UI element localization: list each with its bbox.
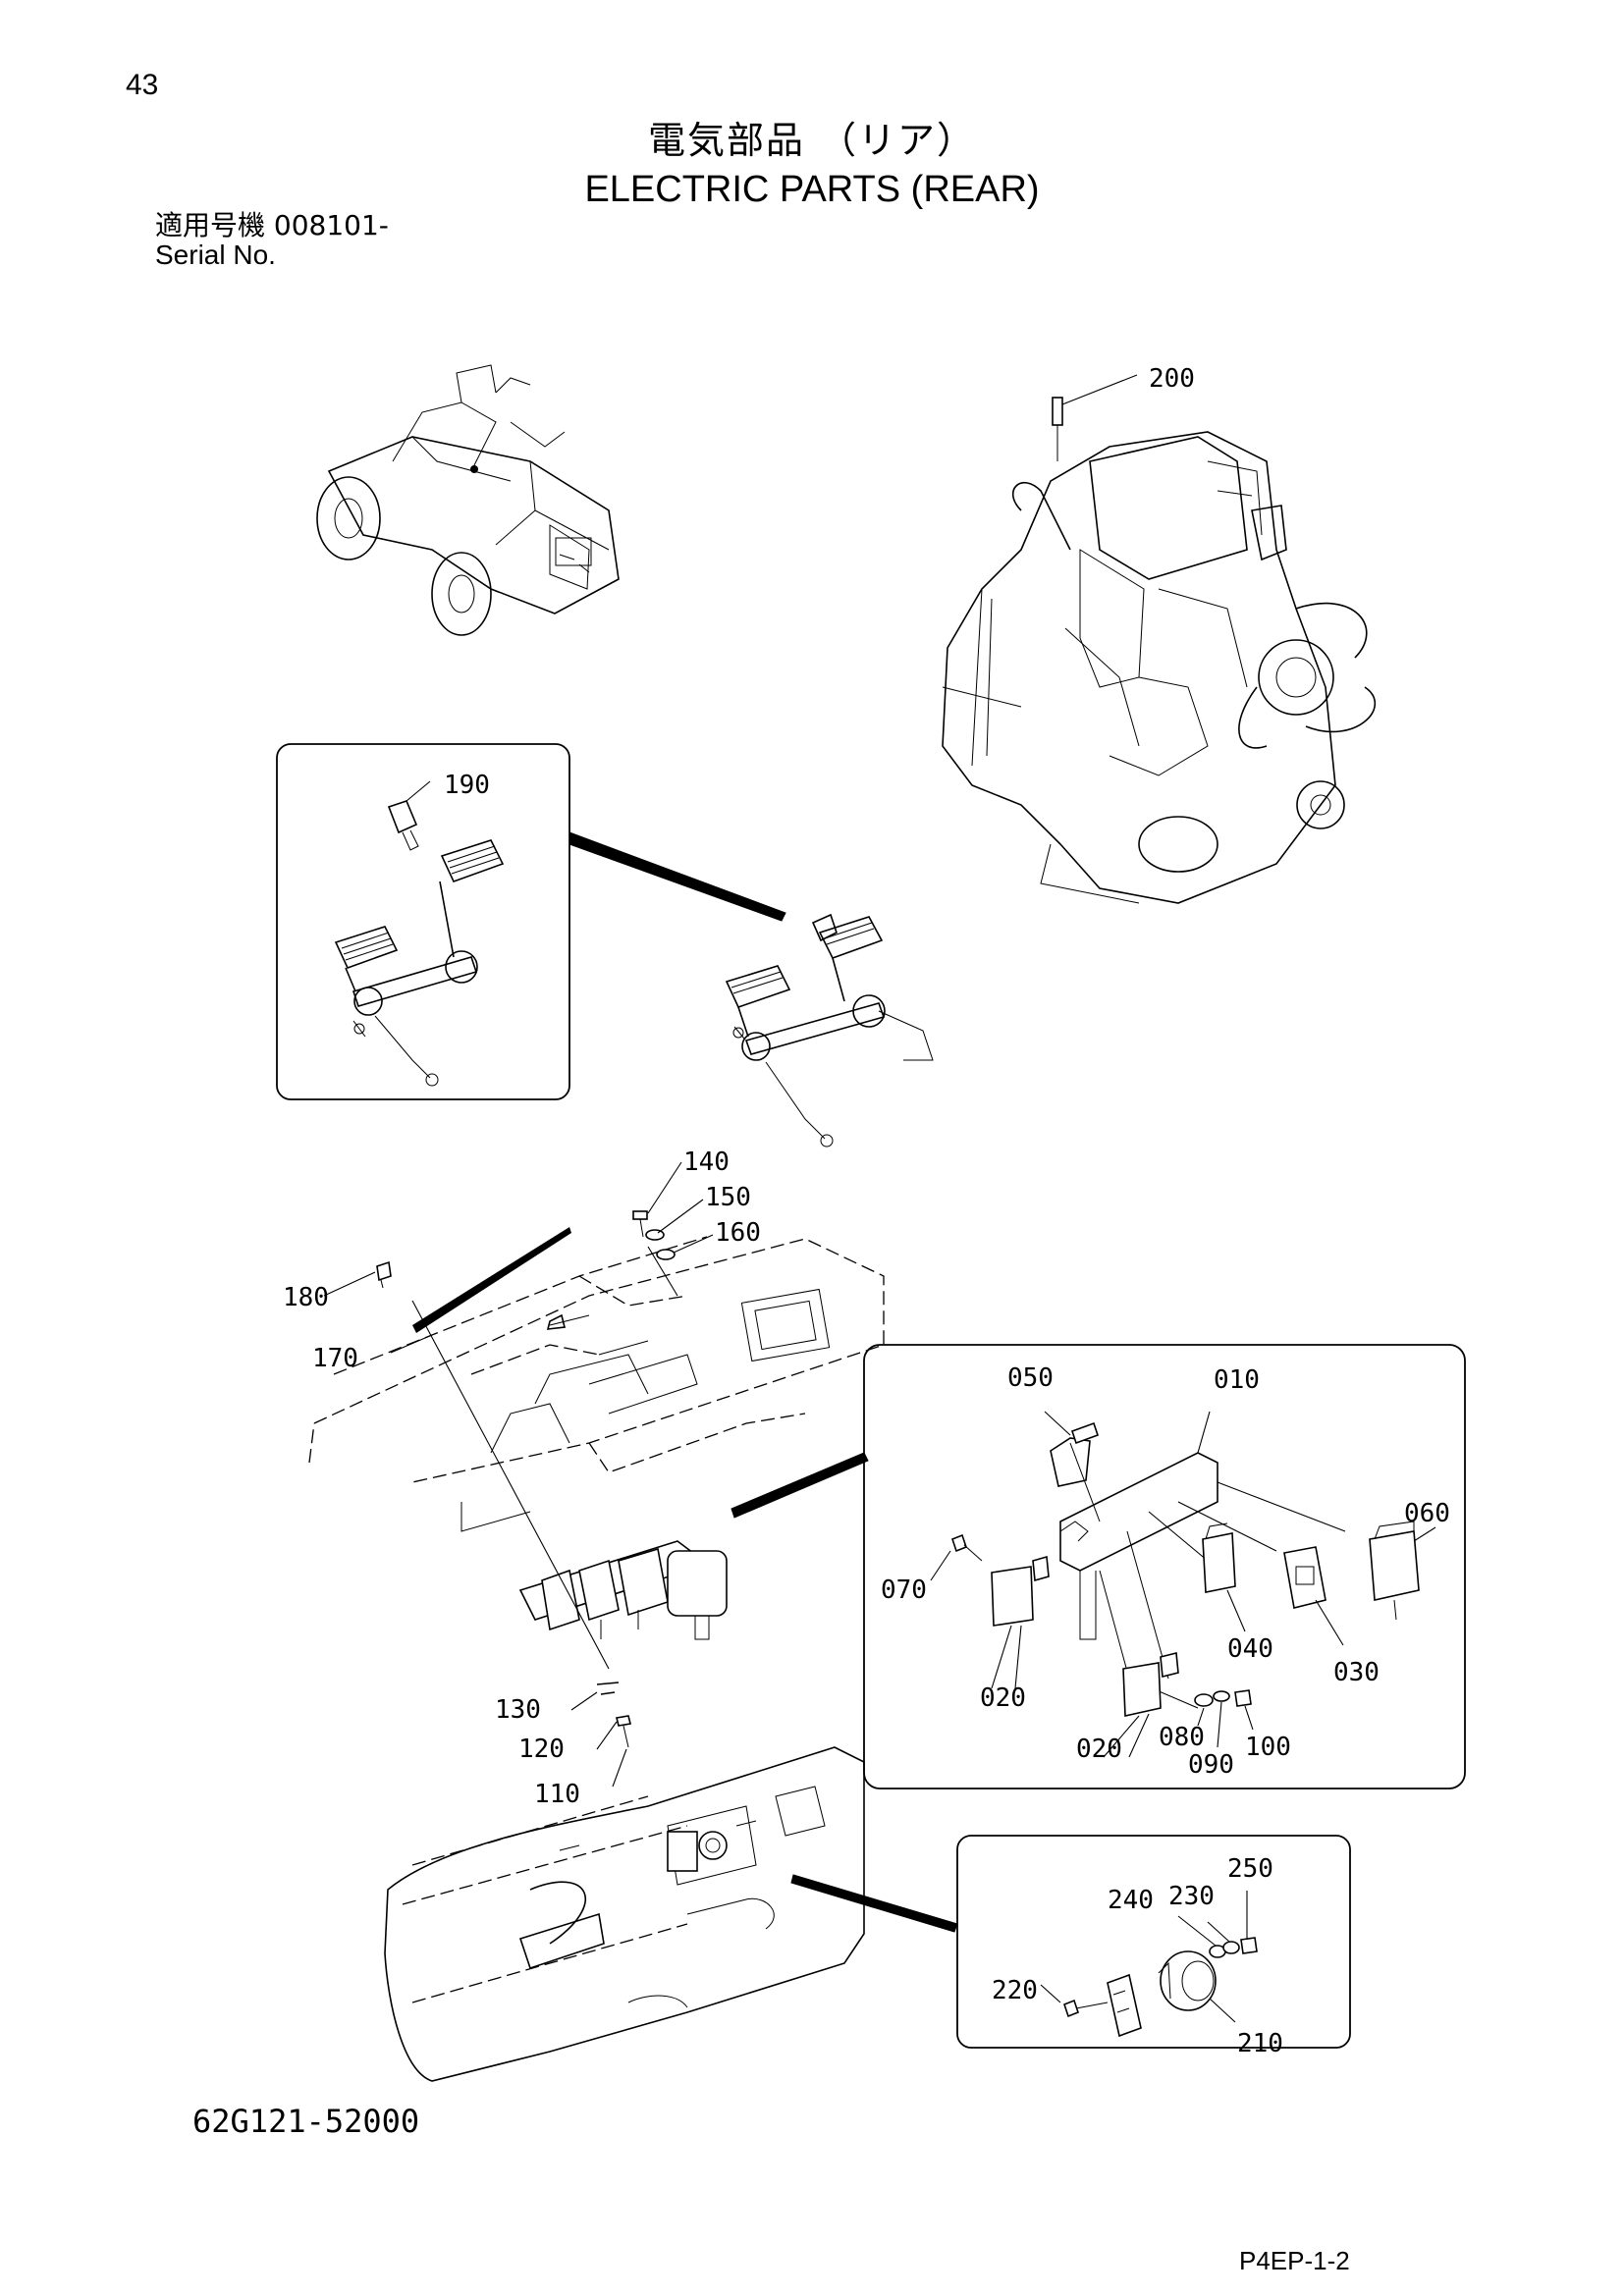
- callout-250: 250: [1227, 1854, 1273, 1884]
- vehicle-overview-illustration: [316, 364, 620, 636]
- callout-080: 080: [1159, 1723, 1205, 1752]
- counterweight-illustration: [384, 1746, 865, 2082]
- callout-030: 030: [1333, 1658, 1380, 1687]
- callout-050: 050: [1007, 1363, 1054, 1393]
- serial-label-japanese: 適用号機 008101-: [155, 209, 389, 241]
- page-title: ELECTRIC PARTS (REAR): [584, 169, 1040, 210]
- callout-090: 090: [1188, 1750, 1234, 1780]
- callout-180: 180: [283, 1283, 329, 1312]
- callout-060: 060: [1404, 1499, 1450, 1528]
- page-number: 43: [126, 69, 159, 101]
- rear-panel-illustration: [308, 1236, 885, 1670]
- callout-120: 120: [518, 1735, 565, 1764]
- callout-230: 230: [1168, 1882, 1215, 1911]
- callout-040: 040: [1227, 1634, 1273, 1664]
- callout-020: 020: [980, 1683, 1026, 1713]
- callout-190: 190: [444, 771, 490, 800]
- relay-detail-inset: [863, 1344, 1466, 1789]
- callout-140: 140: [683, 1148, 730, 1177]
- serial-label: Serial No.: [155, 240, 276, 270]
- bolt-pin-hardware: [376, 1210, 676, 1748]
- callout-170: 170: [312, 1344, 358, 1373]
- callout-160: 160: [715, 1218, 761, 1248]
- callout-110: 110: [534, 1780, 580, 1809]
- callout-210: 210: [1237, 2029, 1283, 2058]
- pedal-detail-inset: [276, 743, 570, 1100]
- leader-lines: [323, 1161, 714, 1788]
- callout-100: 100: [1245, 1733, 1291, 1762]
- drawing-number: 62G121-52000: [192, 2103, 420, 2140]
- callout-220: 220: [992, 1976, 1038, 2005]
- callout-200: 200: [1149, 364, 1195, 394]
- page-code: P4EP-1-2: [1239, 2246, 1350, 2275]
- pedal-assembly-illustration: [725, 913, 934, 1148]
- callout-070: 070: [881, 1575, 927, 1605]
- page-title-japanese: 電気部品 （リア）: [647, 119, 977, 162]
- callout-020: 020: [1076, 1735, 1122, 1764]
- callout-240: 240: [1108, 1886, 1154, 1915]
- callout-150: 150: [705, 1183, 751, 1212]
- part-callouts: 200 190 140 150 160 180 170 050 010 060 …: [283, 364, 1450, 2058]
- callout-130: 130: [495, 1695, 541, 1725]
- horn-detail-inset: [956, 1835, 1351, 2049]
- callout-010: 010: [1214, 1365, 1260, 1395]
- engine-illustration: [942, 374, 1377, 904]
